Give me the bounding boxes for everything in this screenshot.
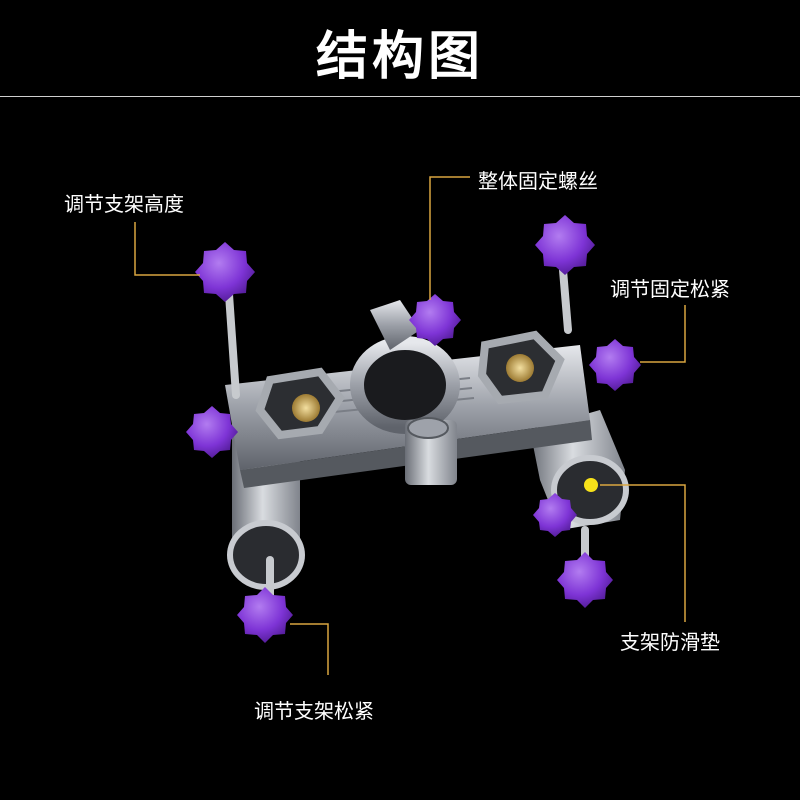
label-main-screw: 整体固定螺丝 — [478, 169, 598, 193]
diagram-title: 结构图 — [315, 27, 484, 87]
leader-clamp-tighten — [640, 305, 686, 363]
label-clamp-tighten: 调节固定松紧 — [610, 277, 730, 301]
label-anti-slip-pad: 支架防滑垫 — [620, 630, 720, 654]
knob-top-left — [195, 242, 255, 302]
center-clamp — [350, 300, 460, 485]
knob-clamp-side — [589, 339, 641, 391]
left-socket — [255, 367, 345, 440]
title-divider — [0, 96, 800, 97]
knob-right-bottom — [557, 552, 613, 608]
leader-main-screw — [429, 176, 470, 300]
label-leg-tighten: 调节支架松紧 — [254, 699, 374, 723]
knob-left-bottom — [237, 587, 293, 643]
anti-slip-pad-marker — [584, 478, 598, 492]
right-socket — [477, 330, 565, 405]
leader-leg-tighten — [290, 623, 329, 675]
knob-top-right — [535, 215, 595, 275]
leader-anti-slip-pad — [600, 484, 686, 622]
label-height-adjust: 调节支架高度 — [64, 192, 184, 216]
leader-lines — [134, 176, 686, 675]
knob-right-lower — [533, 493, 577, 537]
leader-height-adjust — [134, 222, 200, 276]
knob-main-screw — [409, 294, 461, 346]
knob-left-side — [186, 406, 238, 458]
